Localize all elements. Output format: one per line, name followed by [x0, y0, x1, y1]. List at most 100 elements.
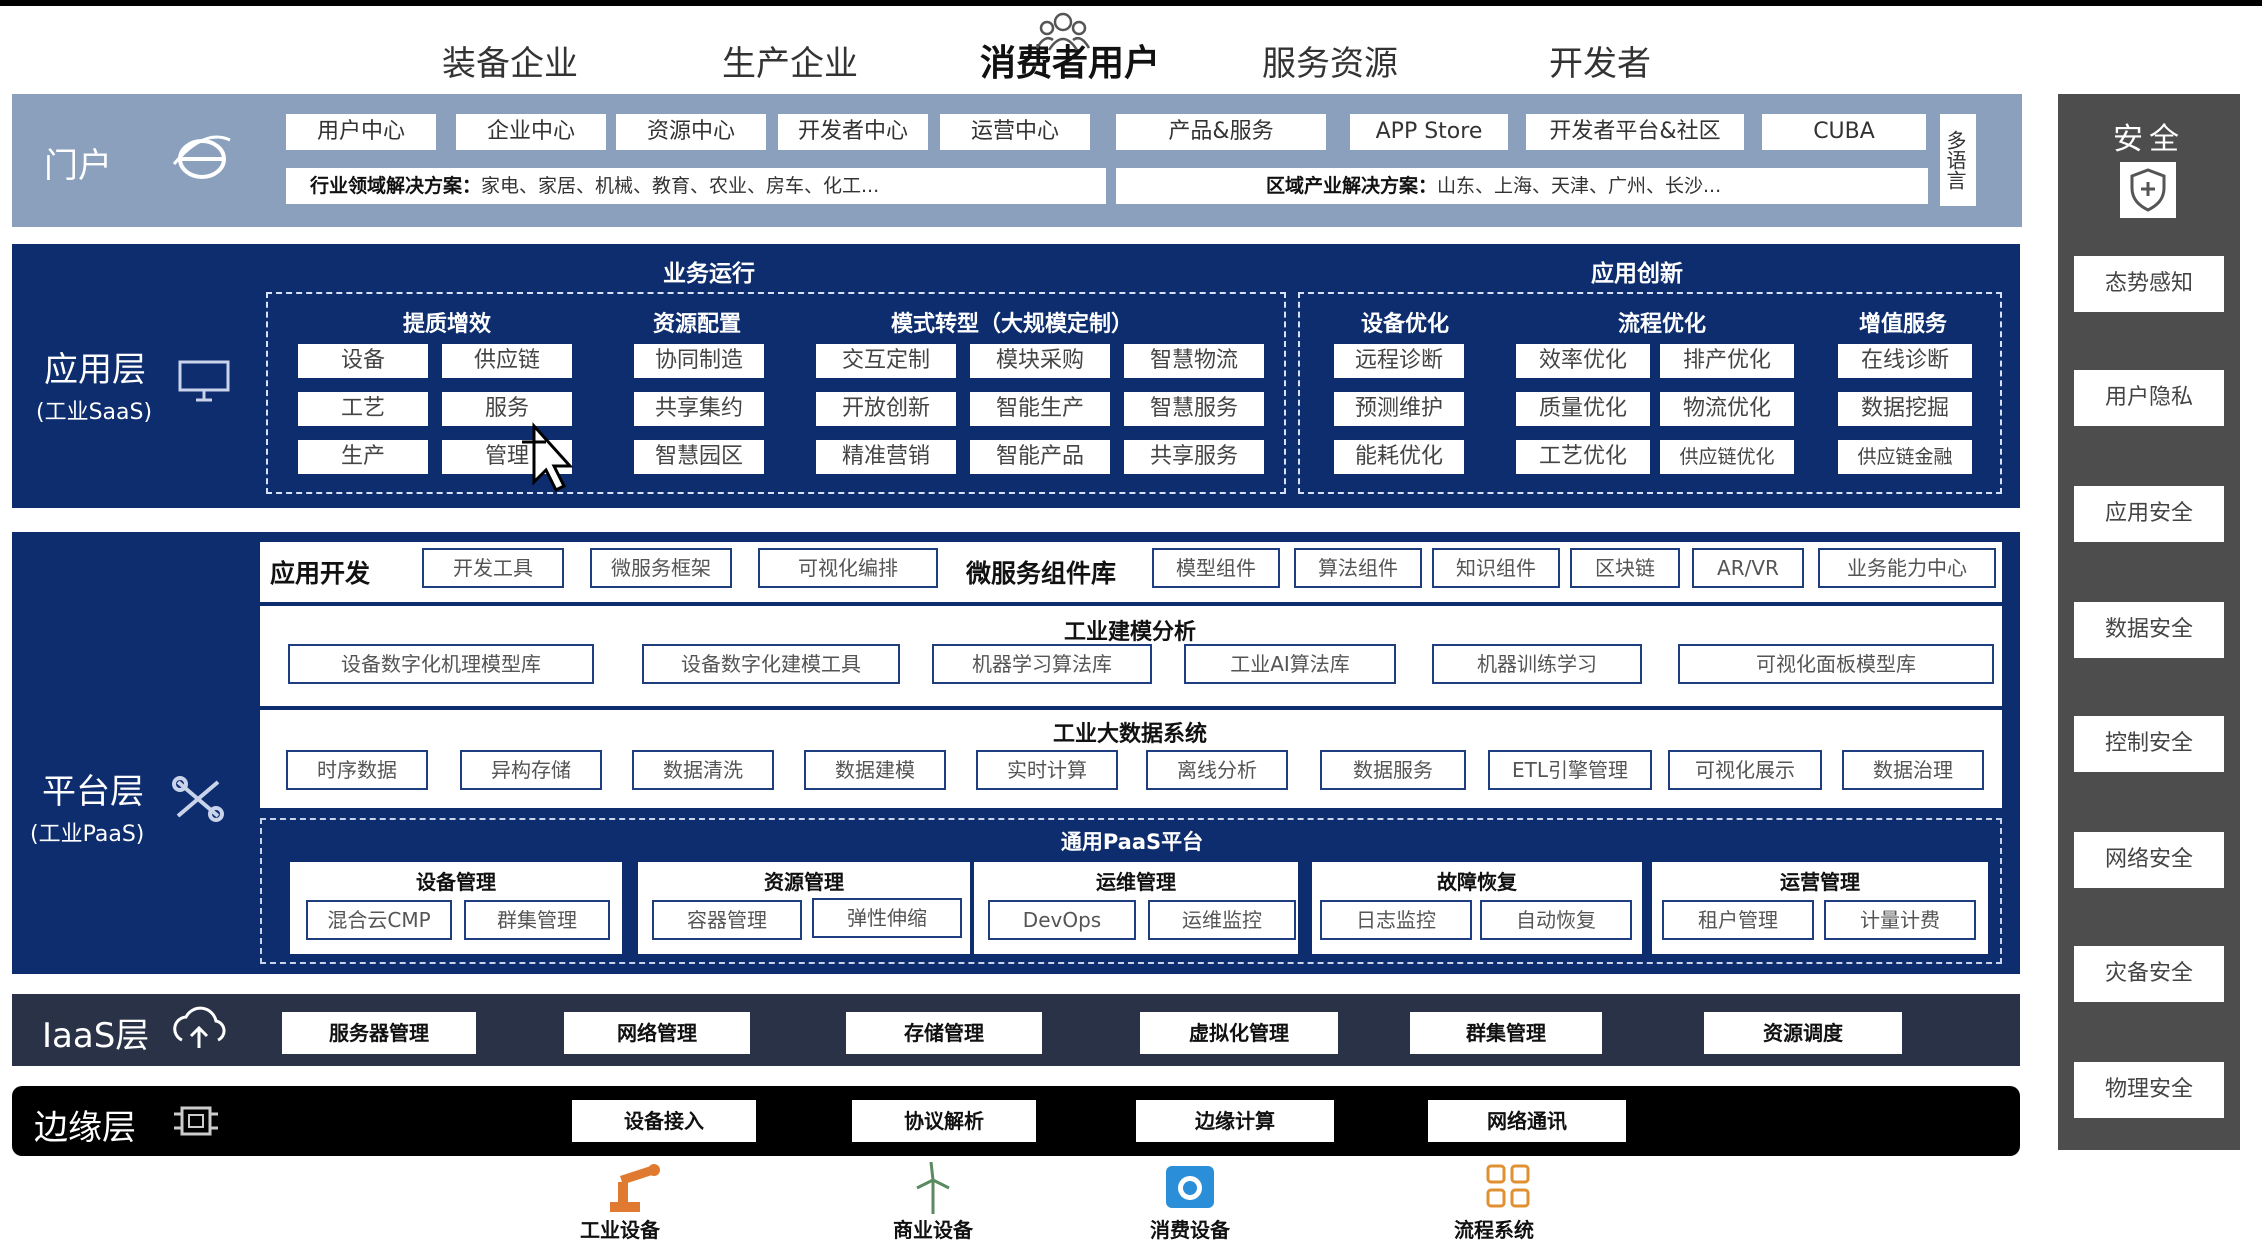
app-item-smart-service[interactable]: 智慧服务 [1124, 392, 1264, 426]
dev-item-microservice-framework[interactable]: 微服务框架 [590, 548, 732, 588]
app-item-process[interactable]: 工艺 [298, 392, 428, 426]
paas-item-auto-recovery[interactable]: 自动恢复 [1480, 900, 1632, 940]
iaas-item-scheduling[interactable]: 资源调度 [1704, 1012, 1902, 1054]
app-item-shared-service[interactable]: 共享服务 [1124, 440, 1264, 474]
iaas-item-storage[interactable]: 存储管理 [846, 1012, 1042, 1054]
bigdata-item-realtime[interactable]: 实时计算 [976, 750, 1118, 790]
iaas-item-cluster[interactable]: 群集管理 [1410, 1012, 1602, 1054]
app-item-precision-marketing[interactable]: 精准营销 [816, 440, 956, 474]
edge-item-network-comm[interactable]: 网络通讯 [1428, 1100, 1626, 1142]
portal-products-services[interactable]: 产品&服务 [1116, 114, 1326, 150]
section-business-run: 业务运行 [663, 261, 755, 287]
paas-item-cluster-mgmt[interactable]: 群集管理 [464, 900, 610, 940]
paas-item-devops[interactable]: DevOps [988, 900, 1136, 940]
model-item-industrial-ai[interactable]: 工业AI算法库 [1184, 644, 1396, 684]
iaas-item-virtualization[interactable]: 虚拟化管理 [1140, 1012, 1338, 1054]
portal-developer-center[interactable]: 开发者中心 [778, 114, 928, 150]
app-item-smart-park[interactable]: 智慧园区 [634, 440, 764, 474]
app-item-energy-optimization[interactable]: 能耗优化 [1334, 440, 1464, 474]
security-physical[interactable]: 物理安全 [2074, 1062, 2224, 1118]
app-item-interactive-custom[interactable]: 交互定制 [816, 344, 956, 378]
iaas-item-server[interactable]: 服务器管理 [282, 1012, 476, 1054]
portal-resource-center[interactable]: 资源中心 [616, 114, 766, 150]
app-item-logistics-opt[interactable]: 物流优化 [1660, 392, 1794, 426]
micro-item-knowledge[interactable]: 知识组件 [1432, 548, 1560, 588]
paas-item-log-monitoring[interactable]: 日志监控 [1320, 900, 1472, 940]
portal-region-solutions[interactable]: 区域产业解决方案：山东、上海、天津、广州、长沙... [1116, 168, 1928, 204]
security-data[interactable]: 数据安全 [2074, 602, 2224, 658]
bigdata-item-timeseries[interactable]: 时序数据 [286, 750, 428, 790]
app-item-smart-product[interactable]: 智能产品 [970, 440, 1110, 474]
bigdata-item-offline[interactable]: 离线分析 [1146, 750, 1288, 790]
model-item-visual-panel[interactable]: 可视化面板模型库 [1678, 644, 1994, 684]
app-item-equipment[interactable]: 设备 [298, 344, 428, 378]
security-control[interactable]: 控制安全 [2074, 716, 2224, 772]
dev-item-visual-orchestration[interactable]: 可视化编排 [758, 548, 938, 588]
app-item-online-diagnosis[interactable]: 在线诊断 [1838, 344, 1972, 378]
micro-item-algorithm[interactable]: 算法组件 [1294, 548, 1422, 588]
app-item-collab-manufacturing[interactable]: 协同制造 [634, 344, 764, 378]
portal-app-store[interactable]: APP Store [1350, 114, 1508, 150]
paas-item-container[interactable]: 容器管理 [652, 900, 802, 940]
stakeholder-service: 服务资源 [1262, 44, 1398, 84]
edge-item-device-access[interactable]: 设备接入 [572, 1100, 756, 1142]
app-item-service[interactable]: 服务 [442, 392, 572, 426]
portal-cuba[interactable]: CUBA [1762, 114, 1926, 150]
app-item-production[interactable]: 生产 [298, 440, 428, 474]
iaas-item-network[interactable]: 网络管理 [564, 1012, 750, 1054]
paas-item-hybrid-cloud[interactable]: 混合云CMP [306, 900, 452, 940]
portal-enterprise-center[interactable]: 企业中心 [456, 114, 606, 150]
cloud-upload-icon [173, 1006, 226, 1048]
model-item-ml-algorithms[interactable]: 机器学习算法库 [932, 644, 1152, 684]
app-item-smart-production[interactable]: 智能生产 [970, 392, 1110, 426]
security-user-privacy[interactable]: 用户隐私 [2074, 370, 2224, 426]
app-item-scheduling-opt[interactable]: 排产优化 [1660, 344, 1794, 378]
paas-item-metering-billing[interactable]: 计量计费 [1824, 900, 1976, 940]
app-item-module-procurement[interactable]: 模块采购 [970, 344, 1110, 378]
model-item-modeling-tool[interactable]: 设备数字化建模工具 [642, 644, 900, 684]
bigdata-item-visual[interactable]: 可视化展示 [1668, 750, 1822, 790]
bigdata-item-heterogeneous-storage[interactable]: 异构存储 [460, 750, 602, 790]
security-situational-awareness[interactable]: 态势感知 [2074, 256, 2224, 312]
paas-item-elastic-scaling[interactable]: 弹性伸缩 [812, 898, 962, 938]
app-item-efficiency-opt[interactable]: 效率优化 [1516, 344, 1650, 378]
bigdata-item-governance[interactable]: 数据治理 [1842, 750, 1984, 790]
bigdata-item-etl[interactable]: ETL引擎管理 [1488, 750, 1652, 790]
micro-item-arvr[interactable]: AR/VR [1692, 548, 1804, 588]
paas-item-tenant-mgmt[interactable]: 租户管理 [1662, 900, 1814, 940]
portal-industry-solutions[interactable]: 行业领域解决方案：家电、家居、机械、教育、农业、房车、化工... [286, 168, 1106, 204]
process-grid-icon [1486, 1164, 1530, 1208]
bigdata-item-service[interactable]: 数据服务 [1320, 750, 1466, 790]
portal-multilang[interactable]: 多语言 [1940, 114, 1976, 206]
app-item-quality-opt[interactable]: 质量优化 [1516, 392, 1650, 426]
app-item-supply-chain-opt[interactable]: 供应链优化 [1660, 440, 1794, 474]
app-item-open-innovation[interactable]: 开放创新 [816, 392, 956, 426]
model-item-machine-training[interactable]: 机器训练学习 [1432, 644, 1642, 684]
micro-item-business-capability[interactable]: 业务能力中心 [1818, 548, 1996, 588]
security-disaster-recovery[interactable]: 灾备安全 [2074, 946, 2224, 1002]
security-network[interactable]: 网络安全 [2074, 832, 2224, 888]
model-item-mechanism-library[interactable]: 设备数字化机理模型库 [288, 644, 594, 684]
app-item-smart-logistics[interactable]: 智慧物流 [1124, 344, 1264, 378]
app-item-shared-intensive[interactable]: 共享集约 [634, 392, 764, 426]
micro-item-blockchain[interactable]: 区块链 [1570, 548, 1680, 588]
security-application[interactable]: 应用安全 [2074, 486, 2224, 542]
stakeholder-production: 生产企业 [722, 44, 858, 84]
edge-item-edge-computing[interactable]: 边缘计算 [1136, 1100, 1334, 1142]
app-item-remote-diagnosis[interactable]: 远程诊断 [1334, 344, 1464, 378]
app-item-data-mining[interactable]: 数据挖掘 [1838, 392, 1972, 426]
app-item-supply-chain-finance[interactable]: 供应链金融 [1838, 440, 1972, 474]
dev-item-tools[interactable]: 开发工具 [422, 548, 564, 588]
app-item-process-opt[interactable]: 工艺优化 [1516, 440, 1650, 474]
portal-operation-center[interactable]: 运营中心 [940, 114, 1090, 150]
app-item-supply-chain[interactable]: 供应链 [442, 344, 572, 378]
bigdata-item-cleaning[interactable]: 数据清洗 [632, 750, 774, 790]
portal-user-center[interactable]: 用户中心 [286, 114, 436, 150]
edge-item-protocol-parsing[interactable]: 协议解析 [852, 1100, 1036, 1142]
micro-item-model[interactable]: 模型组件 [1152, 548, 1280, 588]
camera-icon [1166, 1166, 1214, 1208]
app-item-predictive-maintenance[interactable]: 预测维护 [1334, 392, 1464, 426]
portal-dev-platform-community[interactable]: 开发者平台&社区 [1526, 114, 1744, 150]
paas-item-ops-monitoring[interactable]: 运维监控 [1148, 900, 1296, 940]
bigdata-item-modeling[interactable]: 数据建模 [804, 750, 946, 790]
